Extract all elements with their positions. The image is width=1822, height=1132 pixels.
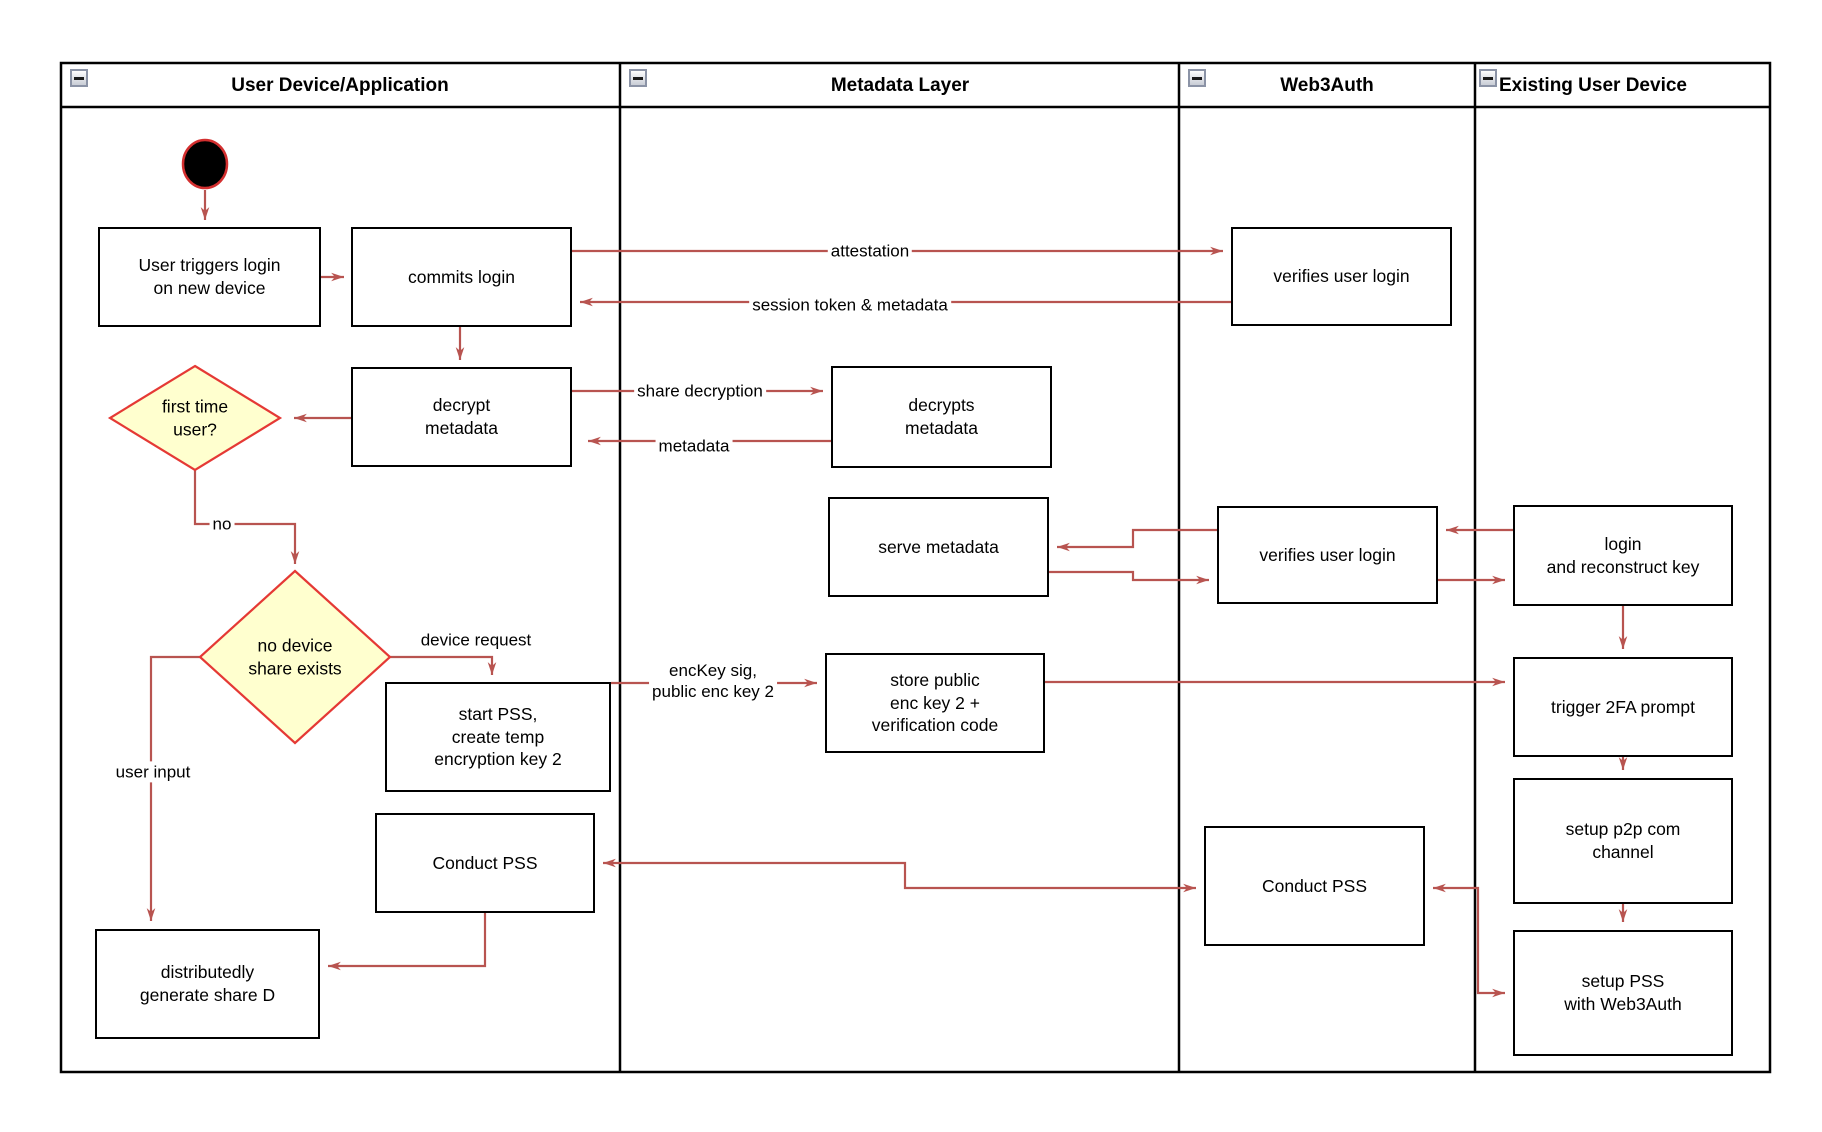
- edge-setuppss-conductpss: [1433, 883, 1505, 998]
- start-node[interactable]: [181, 138, 229, 190]
- edge-label-share-decryption: share decryption: [634, 380, 766, 402]
- node-verifies-user-login-1[interactable]: verifies user login: [1231, 227, 1452, 326]
- edge-serve-to-verifies2: [1049, 570, 1209, 585]
- decision-no-device-share-exists[interactable]: [198, 569, 392, 745]
- node-serve-metadata[interactable]: serve metadata: [828, 497, 1049, 597]
- minus-icon: [1192, 76, 1202, 80]
- node-conduct-pss-web3auth[interactable]: Conduct PSS: [1204, 826, 1425, 946]
- collapse-icon-metadata[interactable]: [629, 69, 647, 87]
- edge-label-device-request: device request: [417, 629, 535, 651]
- edge-label-session-token: session token & metadata: [749, 294, 951, 316]
- minus-icon: [74, 76, 84, 80]
- node-distributedly-generate-share-d[interactable]: distributedly generate share D: [95, 929, 320, 1039]
- collapse-icon-web3auth[interactable]: [1188, 69, 1206, 87]
- node-setup-pss-with-web3auth[interactable]: setup PSS with Web3Auth: [1513, 930, 1733, 1056]
- edge-no: [193, 470, 300, 564]
- node-decrypt-metadata[interactable]: decrypt metadata: [351, 367, 572, 467]
- edge-verifies2-to-serve: [1057, 528, 1217, 552]
- node-setup-p2p-com-channel[interactable]: setup p2p com channel: [1513, 778, 1733, 904]
- edge-label-metadata: metadata: [655, 435, 733, 457]
- node-commits-login[interactable]: commits login: [351, 227, 572, 327]
- minus-icon: [1483, 76, 1493, 80]
- lane-title-user-device: User Device/Application: [231, 75, 449, 96]
- node-decrypts-metadata[interactable]: decrypts metadata: [831, 366, 1052, 468]
- node-user-triggers-login[interactable]: User triggers login on new device: [98, 227, 321, 327]
- minus-icon: [633, 76, 643, 80]
- lane-title-existing-device: Existing User Device: [1499, 75, 1687, 96]
- decision-label-no-device-share-exists: no device share exists: [248, 635, 342, 678]
- decision-label-first-time-user: first time user?: [161, 396, 229, 439]
- edge-label-no: no: [209, 513, 235, 535]
- edge-user-input: [146, 655, 200, 921]
- edge-conductpss-pair: [603, 858, 1196, 893]
- decision-first-time-user[interactable]: [107, 364, 283, 472]
- edge-conduct-to-distributedly: [328, 913, 487, 971]
- node-verifies-user-login-2[interactable]: verifies user login: [1217, 506, 1438, 604]
- node-start-pss[interactable]: start PSS, create temp encryption key 2: [385, 682, 611, 792]
- collapse-icon-existing-device[interactable]: [1479, 69, 1497, 87]
- lane-title-metadata: Metadata Layer: [830, 75, 970, 96]
- node-trigger-2fa-prompt[interactable]: trigger 2FA prompt: [1513, 657, 1733, 757]
- lane-title-web3auth: Web3Auth: [1280, 75, 1374, 96]
- edge-label-enckey: encKey sig, public enc key 2: [649, 659, 777, 703]
- collapse-icon-user-device[interactable]: [70, 69, 88, 87]
- node-conduct-pss-device[interactable]: Conduct PSS: [375, 813, 595, 913]
- edge-label-attestation: attestation: [827, 240, 913, 262]
- edge-device-request: [390, 655, 497, 675]
- node-login-and-reconstruct-key[interactable]: login and reconstruct key: [1513, 505, 1733, 606]
- edge-label-user-input: user input: [112, 761, 194, 783]
- node-store-public-enc-key[interactable]: store public enc key 2 + verification co…: [825, 653, 1045, 753]
